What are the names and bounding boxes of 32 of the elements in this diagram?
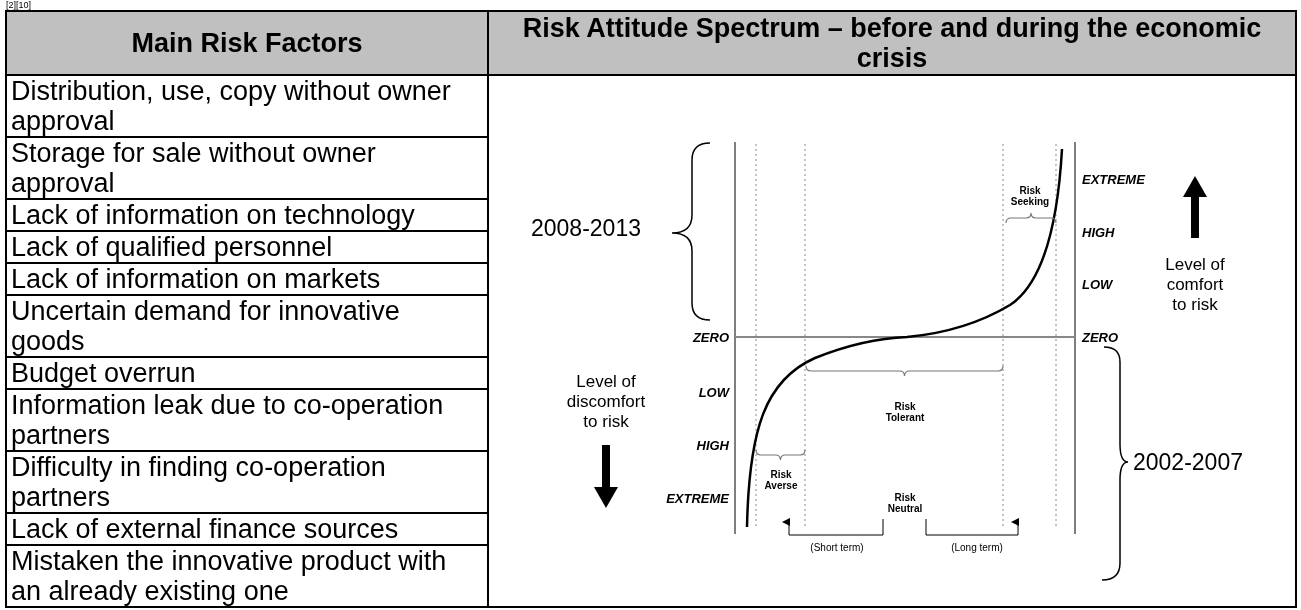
- axis-level-label: HIGH: [1082, 224, 1115, 240]
- axis-level-label: HIGH: [696, 437, 729, 453]
- risk-factor-cell: Uncertain demand for innovative goods: [6, 295, 488, 357]
- term-label: (Short term): [810, 541, 864, 553]
- reference-note: [2][10]: [6, 0, 32, 10]
- risk-factor-cell: Lack of qualified personnel: [6, 231, 488, 263]
- risk-factor-cell: Lack of information on markets: [6, 263, 488, 295]
- risk-factor-cell: Lack of information on technology: [6, 199, 488, 231]
- risk-factor-cell: Budget overrun: [6, 357, 488, 389]
- axis-title: Level of comfort to risk: [1164, 255, 1226, 315]
- period-label: 2002-2007: [1133, 448, 1243, 476]
- risk-factor-cell: Distribution, use, copy without owner approval: [6, 75, 488, 137]
- axis-level-label: LOW: [1082, 276, 1113, 292]
- zone-label: Risk Neutral: [886, 492, 924, 514]
- zone-label: Risk Seeking: [1009, 185, 1051, 207]
- period-label: 2008-2013: [531, 214, 641, 242]
- risk-factor-cell: Difficulty in finding co-operation partners: [6, 451, 488, 513]
- axis-level-label: EXTREME: [666, 490, 729, 506]
- risk-factor-cell: Mistaken the innovative product with an already existing one: [6, 545, 488, 607]
- risk-factor-cell: Information leak due to co-operation partners: [6, 389, 488, 451]
- risk-factor-cell: Lack of external finance sources: [6, 513, 488, 545]
- term-label: (Long term): [951, 541, 1003, 553]
- zone-label: Risk Averse: [763, 469, 799, 491]
- risk-factor-cell: Storage for sale without owner approval: [6, 137, 488, 199]
- axis-level-label: ZERO: [692, 329, 729, 345]
- column-header: Main Risk Factors: [6, 11, 488, 75]
- zone-label: Risk Tolerant: [884, 401, 926, 423]
- column-header: Risk Attitude Spectrum – before and during the economic crisis: [488, 11, 1296, 75]
- axis-title: Level of discomfort to risk: [565, 372, 647, 432]
- axis-level-label: ZERO: [1082, 329, 1119, 345]
- axis-level-label: LOW: [698, 384, 729, 400]
- axis-level-label: EXTREME: [1082, 171, 1145, 187]
